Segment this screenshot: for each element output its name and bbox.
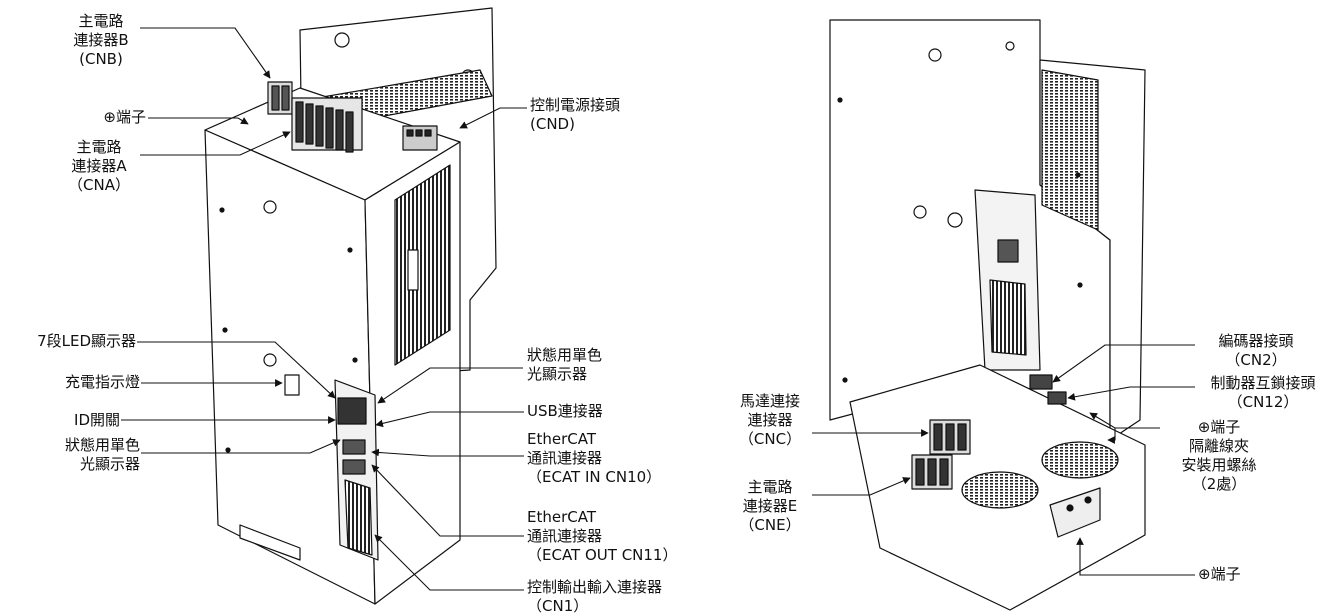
leader-cne [812, 477, 911, 496]
leader-ecat-in [371, 448, 524, 457]
label-cn2-line2: （CN2） [1225, 351, 1287, 369]
right-cn12-connector [1047, 391, 1067, 405]
leader-usb [375, 411, 524, 428]
label-ground-clamp-line3: 安裝用螺絲 [1181, 456, 1257, 474]
label-ground-terminal: ⊕端子 [103, 108, 146, 126]
right-fan-right [1041, 441, 1119, 479]
label-cn1-line2: （CN1） [527, 597, 589, 615]
leader-cn2 [1052, 344, 1195, 383]
leader-status-led-left [141, 439, 341, 454]
leader-status-led-right [377, 367, 523, 404]
label-cna: 主電路 連接器A （CNA） [58, 138, 140, 195]
label-cn2: 編碼器接頭 （CN2） [1196, 332, 1316, 370]
label-status-led-right-line1: 狀態用單色 [527, 346, 603, 364]
label-cne-line2: 連接器E [742, 497, 798, 515]
left-drive-drawing [204, 7, 497, 605]
label-ecat-in-line1: EtherCAT [527, 430, 596, 448]
left-cnd-connector [402, 125, 438, 151]
label-id-switch: ID開關 [74, 411, 120, 429]
leader-lines [121, 27, 1195, 591]
label-cn12-line2: （CN12） [1227, 393, 1299, 411]
label-ecat-out-line3: （ECAT OUT CN11） [527, 546, 678, 564]
left-cnb-connector [267, 81, 293, 115]
leader-ground-terminal [148, 117, 249, 125]
label-ground-clamp: ⊕端子 隔離線夾 安裝用螺絲 （2處） [1164, 418, 1274, 494]
label-cnb: 主電路 連接器B (CNB) [62, 12, 140, 69]
label-cn1: 控制輸出輸入連接器 （CN1） [527, 578, 662, 616]
label-status-led-left: 狀態用單色 光顯示器 [20, 436, 140, 474]
label-cna-line1: 主電路 [76, 138, 122, 156]
left-cna-connector [291, 97, 363, 153]
label-cnc-line1: 馬達連接 [739, 392, 800, 410]
label-cne-line1: 主電路 [747, 478, 793, 496]
label-status-led-right: 狀態用單色 光顯示器 [527, 346, 602, 384]
label-cn2-line1: 編碼器接頭 [1218, 332, 1294, 350]
leader-cnd [459, 107, 527, 129]
label-cne-line3: （CNE） [739, 516, 801, 534]
label-ground-clamp-line4: （2處） [1191, 475, 1247, 493]
leader-ground-bottom [1076, 537, 1195, 576]
leader-cn12 [1067, 386, 1195, 401]
label-ecat-in-line3: （ECAT IN CN10） [527, 468, 662, 486]
label-cnc: 馬達連接 連接器 （CNC） [728, 392, 812, 449]
leader-ground-clamp-b [1107, 428, 1116, 444]
left-charge-indicator [284, 374, 300, 396]
leader-cnb [140, 27, 271, 79]
label-ground-terminal-bottom: ⊕端子 [1198, 565, 1241, 583]
label-ecat-out: EtherCAT 通訊連接器 （ECAT OUT CN11） [527, 508, 677, 565]
leader-cna [140, 131, 291, 156]
leader-led-display [137, 341, 336, 399]
leader-cn1 [374, 534, 524, 591]
right-fan-left [961, 471, 1039, 509]
label-cnd-line1: 控制電源接頭 [530, 96, 621, 114]
label-cnb-line1: 主電路 [78, 12, 124, 30]
right-cne-connector [911, 454, 953, 490]
label-cnc-line3: （CNC） [738, 430, 802, 448]
left-cn1-connector [344, 479, 373, 556]
label-ecat-out-line1: EtherCAT [527, 508, 596, 526]
label-ecat-in-line2: 通訊連接器 [527, 449, 603, 467]
label-cnd-line2: (CND) [530, 115, 575, 133]
label-cne: 主電路 連接器E （CNE） [728, 478, 812, 535]
left-side-vents [394, 164, 451, 366]
label-status-led-right-line2: 光顯示器 [527, 365, 588, 383]
label-cnb-line2: 連接器B [73, 31, 129, 49]
right-cn2-connector [1029, 374, 1053, 390]
right-heatsink-grill [1041, 69, 1099, 231]
label-status-led-left-line2: 光顯示器 [79, 455, 140, 473]
right-cnc-connector [929, 419, 971, 455]
label-cn12-line1: 制動器互鎖接頭 [1210, 374, 1316, 392]
right-drive-drawing [829, 19, 1146, 611]
label-ecat-in: EtherCAT 通訊連接器 （ECAT IN CN10） [527, 430, 661, 487]
leader-ecat-out [371, 464, 524, 537]
label-charge-indicator: 充電指示燈 [64, 373, 140, 391]
label-ground-clamp-line1: ⊕端子 [1197, 418, 1241, 436]
label-ground-clamp-line2: 隔離線夾 [1188, 437, 1249, 455]
label-cna-line3: （CNA） [68, 176, 130, 194]
label-cn12: 制動器互鎖接頭 （CN12） [1196, 374, 1330, 412]
label-status-led-left-line1: 狀態用單色 [64, 436, 140, 454]
label-usb: USB連接器 [527, 402, 603, 420]
label-cnc-line2: 連接器 [747, 411, 793, 429]
label-led-display: 7段LED顯示器 [37, 332, 136, 350]
label-cnb-line3: (CNB) [79, 50, 123, 68]
label-cnd: 控制電源接頭 (CND) [530, 96, 620, 134]
left-keyhole-top [334, 32, 350, 48]
label-cna-line2: 連接器A [71, 157, 127, 175]
left-led-display [337, 397, 367, 425]
label-ecat-out-line2: 通訊連接器 [527, 527, 603, 545]
label-cn1-line1: 控制輸出輸入連接器 [527, 578, 663, 596]
